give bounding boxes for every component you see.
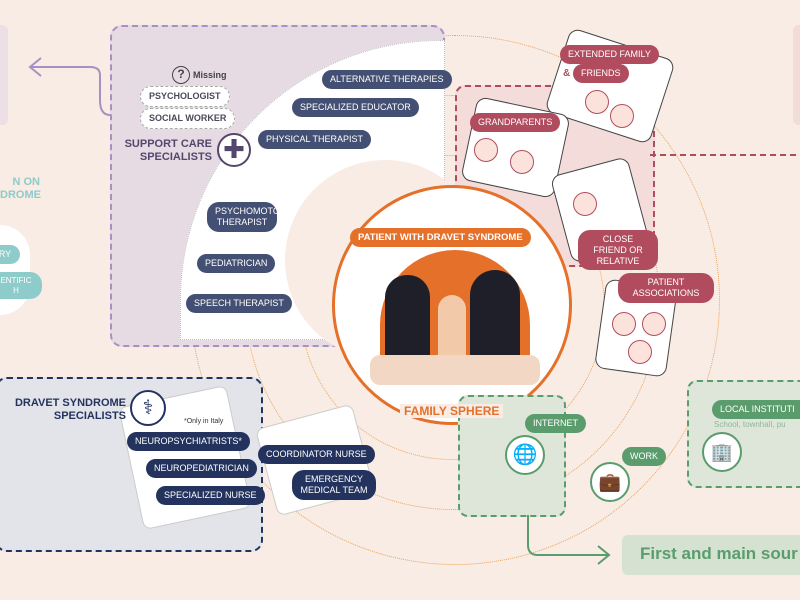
left-title-line: N ON [12, 176, 41, 188]
local-institutions-box [687, 380, 800, 488]
label-friends: FRIENDS [573, 64, 629, 83]
family-sphere-label: FAMILY SPHERE [400, 404, 504, 418]
dravet-specialists-title: DRAVET SYNDROME SPECIALISTS [14, 397, 126, 422]
family-connector-line [650, 154, 800, 156]
left-title-line: DROME [0, 188, 41, 201]
missing-role-psychologist: PSYCHOLOGIST [140, 86, 230, 107]
briefcase-icon: 💼 [590, 462, 630, 502]
association-face-icon [612, 312, 636, 336]
missing-role-social-worker: SOCIAL WORKER [140, 108, 236, 129]
family-illustration-adult [470, 270, 520, 360]
role-physical-therapist: PHYSICAL THERAPIST [258, 130, 372, 149]
family-illustration-floor [370, 355, 540, 385]
role-neuropediatrician: NEUROPEDIATRICIAN [146, 459, 257, 478]
left-top-box [0, 25, 8, 125]
first-source-text: First and main sour [640, 544, 798, 563]
close-friend-face-icon [573, 192, 597, 216]
label-patient-associations: PATIENT ASSOCIATIONS [618, 273, 714, 303]
left-white-cloud [0, 225, 30, 315]
arrow-right-icon [527, 515, 611, 565]
medical-cross-icon: ✚ [217, 133, 251, 167]
role-alternative-therapies: ALTERNATIVE THERAPIES [322, 70, 452, 89]
family-illustration-parent [385, 275, 430, 365]
label-internet: INTERNET [525, 414, 586, 433]
first-source-banner [622, 535, 800, 575]
caduceus-icon: ⚕ [130, 390, 166, 426]
association-face-icon [642, 312, 666, 336]
question-icon: ? [172, 66, 190, 84]
role-emergency-medical-team: EMERGENCY MEDICAL TEAM [292, 470, 376, 500]
label-grandparents: GRANDPARENTS [470, 113, 561, 132]
grandparent-face-icon [474, 138, 498, 162]
role-coordinator-nurse: COORDINATOR NURSE [258, 445, 375, 464]
label-local-institutions: LOCAL INSTITUTI [712, 400, 800, 419]
center-title: PATIENT WITH DRAVET SYNDROME [350, 228, 531, 248]
role-psychomotor-therapist: PSYCHOMOTOR THERAPIST [207, 202, 286, 232]
local-institutions-subtitle: School, townhall, pu [714, 420, 786, 429]
role-speech-therapist: SPEECH THERAPIST [186, 294, 292, 313]
support-care-title: SUPPORT CARE SPECIALISTS [124, 138, 212, 163]
label-close-friend: CLOSE FRIEND OR RELATIVE [578, 230, 658, 271]
friend-face-icon [585, 90, 609, 114]
italy-note: *Only in Italy [184, 418, 224, 425]
role-neuropsychiatrists: NEUROPSYCHIATRISTS* [127, 432, 250, 451]
label-work: WORK [622, 447, 666, 466]
friend-face-icon [610, 104, 634, 128]
family-illustration-child [438, 295, 466, 365]
label-ampersand: & [563, 68, 571, 79]
building-icon: 🏢 [702, 432, 742, 472]
role-specialized-nurse: SPECIALIZED NURSE [156, 486, 265, 505]
missing-label: Missing [193, 70, 227, 80]
arrow-left-icon [28, 57, 111, 116]
left-pill: ENTIFIC H [0, 272, 42, 300]
role-specialized-educator: SPECIALIZED EDUCATOR [292, 98, 419, 117]
association-face-icon [628, 340, 652, 364]
grandparent-face-icon [510, 150, 534, 174]
role-pediatrician: PEDIATRICIAN [197, 254, 276, 273]
globe-icon: 🌐 [505, 435, 545, 475]
label-extended-family: EXTENDED FAMILY [560, 45, 659, 64]
right-top-box [793, 25, 800, 125]
left-pill: RY [0, 245, 20, 264]
